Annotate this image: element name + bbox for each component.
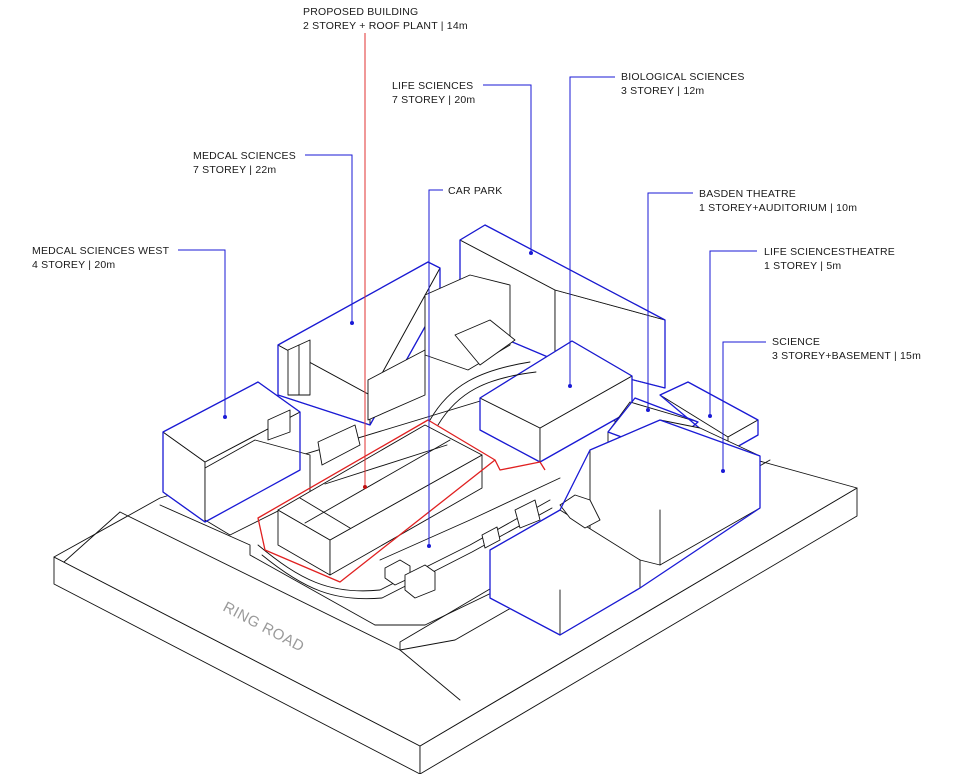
- life-sciences-name: LIFE SCIENCES: [392, 80, 473, 92]
- science-detail: 3 STOREY+BASEMENT | 15m: [772, 350, 921, 362]
- label-medical-sciences-west: MEDCAL SCIENCES WEST 4 STOREY | 20m: [32, 245, 170, 271]
- life-sciences-theatre-detail: 1 STOREY | 5m: [764, 260, 841, 272]
- medical-sciences-detail: 7 STOREY | 22m: [193, 164, 276, 176]
- label-life-sciences-theatre: LIFE SCIENCESTHEATRE 1 STOREY | 5m: [764, 246, 895, 272]
- medical-sciences-name: MEDCAL SCIENCES: [193, 150, 296, 162]
- label-basden-theatre: BASDEN THEATRE 1 STOREY+AUDITORIUM | 10m: [699, 188, 857, 214]
- label-medical-sciences: MEDCAL SCIENCES 7 STOREY | 22m: [193, 150, 296, 176]
- proposed-building: [257, 419, 546, 583]
- medical-sciences-building: [277, 261, 441, 426]
- label-life-sciences: LIFE SCIENCES 7 STOREY | 20m: [392, 80, 475, 106]
- life-sciences-detail: 7 STOREY | 20m: [392, 94, 475, 106]
- medical-sciences-west-name: MEDCAL SCIENCES WEST: [32, 245, 170, 257]
- biological-sciences-name: BIOLOGICAL SCIENCES: [621, 71, 745, 83]
- label-proposed-building: PROPOSED BUILDING 2 STOREY + ROOF PLANT …: [303, 6, 468, 32]
- basden-theatre-detail: 1 STOREY+AUDITORIUM | 10m: [699, 202, 857, 214]
- biological-sciences-detail: 3 STOREY | 12m: [621, 85, 704, 97]
- car-park: [257, 361, 561, 600]
- science-building: [489, 419, 761, 636]
- science-name: SCIENCE: [772, 336, 820, 348]
- basden-theatre-name: BASDEN THEATRE: [699, 188, 796, 200]
- medical-sciences-west-building: [162, 381, 361, 536]
- proposed-building-name: PROPOSED BUILDING: [303, 6, 418, 18]
- connector-block: [367, 274, 516, 421]
- car-park-name: CAR PARK: [448, 185, 503, 197]
- life-sciences-theatre-name: LIFE SCIENCESTHEATRE: [764, 246, 895, 258]
- label-leaders: [178, 33, 766, 548]
- label-science: SCIENCE 3 STOREY+BASEMENT | 15m: [772, 336, 921, 362]
- label-car-park: CAR PARK: [448, 185, 503, 197]
- medical-sciences-west-detail: 4 STOREY | 20m: [32, 259, 115, 271]
- proposed-building-detail: 2 STOREY + ROOF PLANT | 14m: [303, 20, 468, 32]
- label-biological-sciences: BIOLOGICAL SCIENCES 3 STOREY | 12m: [621, 71, 745, 97]
